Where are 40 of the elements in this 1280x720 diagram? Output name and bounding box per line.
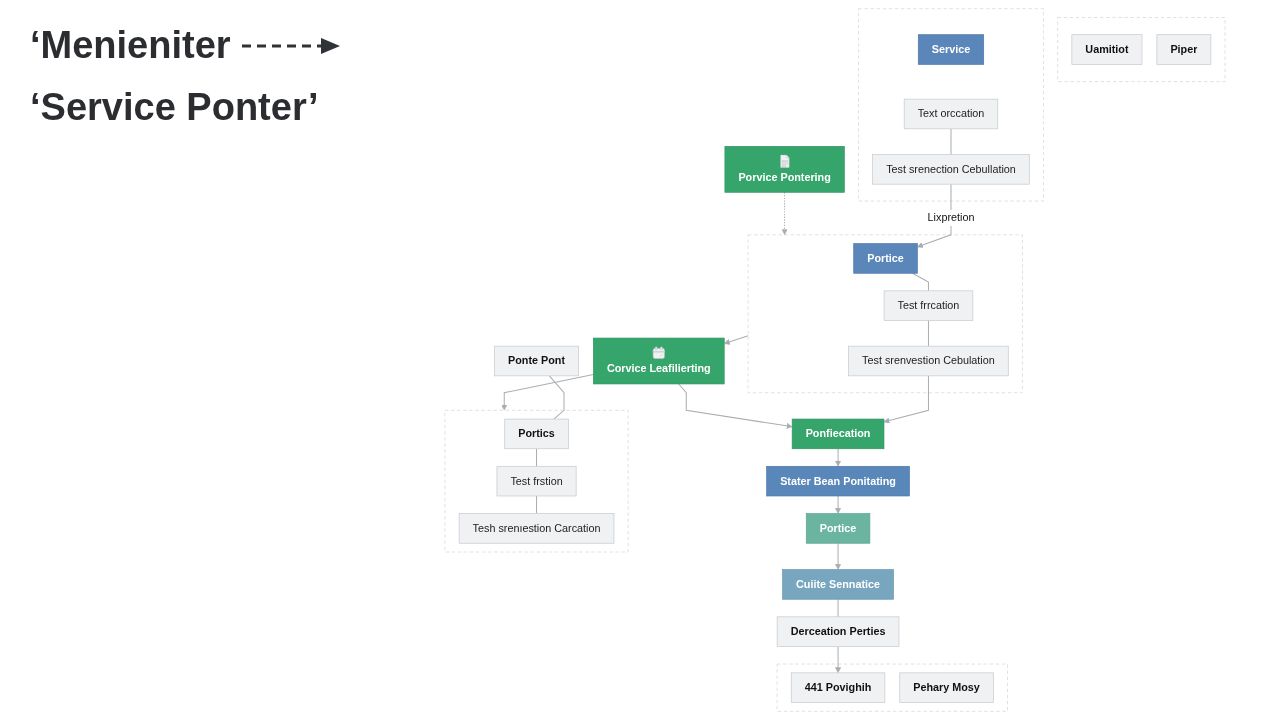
process-box: Stater Bean Ponitating	[766, 465, 910, 497]
process-box: Cuiite Sennatice	[782, 569, 894, 600]
arrow	[883, 375, 929, 424]
process-box: Ponfiecation	[791, 418, 885, 450]
connector-line	[837, 598, 839, 618]
process-box: Portics	[504, 418, 569, 450]
process-box: Service	[917, 34, 985, 65]
process-box: Ponte Pont	[494, 345, 579, 377]
process-box: Portice	[853, 243, 918, 274]
connector-line	[950, 128, 952, 155]
process-box: Tesh srenıestion Carcation	[458, 513, 615, 544]
process-box	[724, 146, 845, 193]
arrow	[835, 448, 842, 467]
connector-line	[927, 320, 929, 347]
node-label: Corvice Leafilierting	[606, 363, 711, 375]
diagram-title: ‘Service Ponter’	[30, 85, 320, 130]
process-box: Text orccation	[903, 98, 999, 130]
connector-line	[536, 448, 538, 467]
process-box: Pehary Mosy	[899, 672, 994, 703]
process-box: Derceation Perties	[776, 616, 900, 647]
process-box	[593, 337, 725, 385]
connector-line	[912, 272, 929, 292]
arrow	[835, 646, 842, 674]
process-box: Test srenection Cebullation	[872, 154, 1030, 185]
process-box: 441 Povighih	[790, 672, 886, 703]
arrow	[835, 542, 842, 570]
process-box: Uamitiot	[1071, 34, 1143, 65]
heading-label: ‘Menieniter	[30, 24, 231, 68]
node-label: Porvice Pontering	[738, 171, 831, 183]
arrow	[678, 383, 793, 429]
arrow	[835, 495, 842, 514]
process-box: Piper	[1156, 34, 1212, 65]
arrow	[501, 373, 594, 411]
process-box: Test frstion	[496, 465, 577, 497]
edge-label: Lixpretion	[927, 209, 975, 227]
process-box: Portice	[805, 513, 871, 544]
arrow	[723, 335, 749, 345]
process-box: Test srenvestion Cebulation	[848, 345, 1009, 377]
process-box: Test frrcation	[883, 290, 974, 321]
connector-line	[548, 375, 565, 420]
